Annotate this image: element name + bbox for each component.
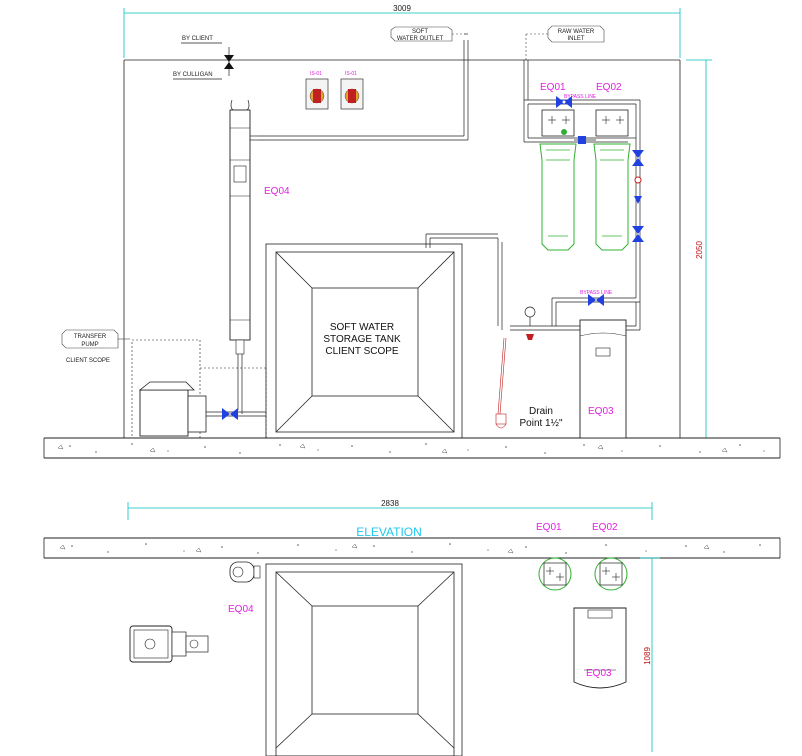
eq04-tag: EQ04	[264, 186, 290, 197]
top-width-label: 3009	[393, 4, 411, 13]
plan-depth-label: 1089	[643, 647, 652, 665]
soft-water-outlet-line-2: WATER OUTLET	[397, 36, 444, 42]
softener-eq03-plan	[573, 607, 627, 689]
plan-width-label: 2838	[381, 499, 399, 508]
uv-unit-eq04	[229, 99, 258, 414]
tank-label-line-2: STORAGE TANK	[323, 334, 401, 345]
soft-water-outlet-pipe	[258, 33, 469, 141]
filter-eq01-plan	[538, 557, 572, 591]
pressure-gauge	[524, 306, 536, 340]
storage-tank-plan	[265, 563, 463, 756]
drain-label-line-1: Drain	[529, 406, 553, 417]
valve-right-lower	[632, 226, 644, 242]
valve-right-upper	[632, 150, 644, 204]
valve-bypass-top	[556, 96, 572, 108]
bypass-lower-pipe	[551, 297, 641, 331]
client-culligan-boundary	[173, 42, 234, 80]
bypass-lower-label: BYPASS LINE	[580, 290, 613, 296]
soft-water-outlet-callout	[390, 26, 465, 42]
by-culligan-label: BY CULLIGAN	[173, 72, 213, 78]
switch-2-label: IS-01	[345, 71, 357, 77]
eq02-plan-tag: EQ02	[592, 522, 618, 533]
height-label: 2050	[695, 241, 704, 259]
raw-water-inlet-callout	[525, 25, 605, 60]
raw-water-inlet-line-2: INLET	[567, 36, 584, 42]
valve-bypass-lower	[588, 294, 604, 306]
soft-water-outlet-line-1: SOFT	[412, 29, 428, 35]
floor-slab-plan	[43, 537, 781, 559]
eq03-plan-tag: EQ03	[586, 668, 612, 679]
raw-water-inlet-pipe	[523, 60, 641, 302]
eq01-plan-tag: EQ01	[536, 522, 562, 533]
uv-unit-eq04-plan	[229, 561, 261, 583]
isolator-switch-1	[305, 78, 329, 110]
transfer-pump-line-1: TRANSFER	[74, 334, 107, 340]
plan-width-dimension	[127, 502, 653, 520]
softener-eq03	[579, 319, 627, 439]
elevation-title: ELEVATION	[356, 525, 422, 539]
eq03-tag: EQ03	[588, 406, 614, 417]
client-scope-label: CLIENT SCOPE	[66, 358, 110, 364]
by-client-label: BY CLIENT	[182, 36, 213, 42]
filter-eq01	[539, 109, 577, 251]
switch-1-label: IS-01	[310, 71, 322, 77]
tank-label-line-1: SOFT WATER	[330, 322, 394, 333]
tank-label-line-3: CLIENT SCOPE	[325, 346, 398, 357]
filter-header-pipe	[546, 137, 636, 143]
storage-tank-elevation	[265, 243, 463, 439]
raw-water-inlet-line-1: RAW WATER	[558, 29, 595, 35]
transfer-pump-plan	[129, 625, 209, 663]
transfer-pump-line-2: PUMP	[81, 342, 98, 348]
eq01-tag: EQ01	[540, 82, 566, 93]
drain-line	[497, 337, 507, 415]
floor-slab-elevation	[43, 437, 781, 459]
filter-eq02	[593, 109, 631, 251]
eq04-plan-tag: EQ04	[228, 604, 254, 615]
top-width-dimension	[123, 8, 681, 58]
wall-outline	[123, 59, 681, 438]
drain-label-line-2: Point 1½"	[519, 418, 562, 429]
transfer-pump-callout	[61, 329, 130, 349]
bypass-top-label: BYPASS LINE	[564, 94, 597, 100]
transfer-pump	[131, 339, 267, 439]
plan-depth-dimension	[640, 557, 660, 752]
isolator-switch-2	[340, 78, 364, 110]
filter-interconnect	[561, 129, 596, 144]
filter-eq02-plan	[594, 557, 628, 591]
softener-to-tank-pipe	[425, 233, 580, 331]
drain-point	[495, 413, 507, 429]
eq02-tag: EQ02	[596, 82, 622, 93]
